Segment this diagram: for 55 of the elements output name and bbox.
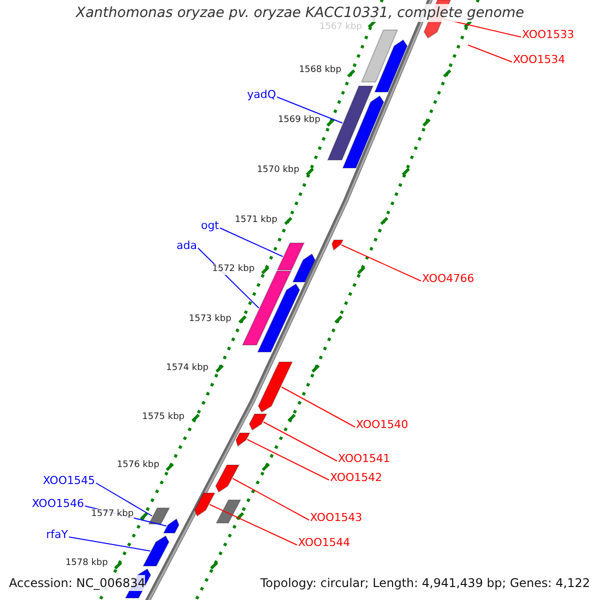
scale-label: 1570 kbp bbox=[256, 165, 300, 176]
gene-label: yadQ bbox=[247, 88, 276, 102]
gene-feature bbox=[257, 283, 300, 352]
leader-line bbox=[262, 422, 338, 462]
gene-label: XOO1540 bbox=[356, 418, 408, 432]
gene-label: XOO1542 bbox=[330, 471, 382, 485]
gene-bar bbox=[216, 500, 242, 524]
leader-line bbox=[96, 482, 153, 516]
scale-label: 1575 kbp bbox=[142, 412, 184, 423]
gene-label: XOO4766 bbox=[422, 272, 474, 286]
gene-label: ada bbox=[176, 239, 197, 253]
gene-bar bbox=[148, 508, 170, 524]
leader-line bbox=[341, 244, 422, 282]
gene-feature bbox=[194, 492, 216, 517]
gene-feature bbox=[248, 414, 268, 431]
gene-label: XOO1534 bbox=[513, 53, 566, 67]
leader-line bbox=[276, 96, 343, 124]
gene-bar bbox=[360, 30, 398, 82]
gene-label: XOO1544 bbox=[298, 536, 350, 550]
gene-feature bbox=[292, 253, 316, 282]
scale-label: 1569 kbp bbox=[278, 115, 320, 126]
gene-feature bbox=[215, 464, 240, 493]
gene-label: XOO1543 bbox=[310, 511, 362, 525]
scale-label: 1577 kbp bbox=[91, 509, 134, 520]
gene-feature bbox=[235, 432, 251, 447]
scale-label: 1578 kbp bbox=[65, 558, 108, 569]
leader-line bbox=[232, 478, 310, 520]
gene-bar bbox=[327, 86, 374, 160]
scale-label: 1568 kbp bbox=[298, 65, 342, 76]
gene-label: XOO1541 bbox=[338, 452, 390, 466]
gene-feature bbox=[374, 39, 408, 92]
scale-label: 1573 kbp bbox=[188, 314, 232, 325]
gene-feature bbox=[342, 95, 384, 168]
gene-label: XOO1546 bbox=[32, 497, 84, 511]
gene-label: XOO1533 bbox=[522, 28, 574, 42]
gene-label: XOO1545 bbox=[42, 474, 95, 488]
accession-text: Accession: NC_006834 bbox=[9, 575, 146, 591]
gene-bar bbox=[276, 242, 305, 270]
gene-feature bbox=[162, 518, 180, 534]
leader-line bbox=[246, 439, 330, 480]
gene-feature bbox=[258, 362, 293, 413]
genome-info-text: Topology: circular; Length: 4,941,439 bp; Genes: 4,122 bbox=[260, 575, 590, 591]
gene-feature bbox=[142, 535, 170, 566]
leader-line bbox=[68, 536, 151, 552]
gene-label: rfaY bbox=[46, 528, 68, 542]
scale-label: 1571 kbp bbox=[234, 215, 278, 226]
gene-feature bbox=[331, 240, 344, 251]
leader-line bbox=[468, 44, 512, 62]
leader-line bbox=[220, 228, 284, 257]
leader-line bbox=[281, 386, 356, 428]
scale-label: 1574 kbp bbox=[166, 363, 208, 374]
scale-label: 1572 kbp bbox=[212, 264, 255, 275]
scale-label: 1576 kbp bbox=[116, 460, 160, 471]
leader-line bbox=[209, 504, 298, 546]
gene-label: ogt bbox=[200, 219, 219, 233]
